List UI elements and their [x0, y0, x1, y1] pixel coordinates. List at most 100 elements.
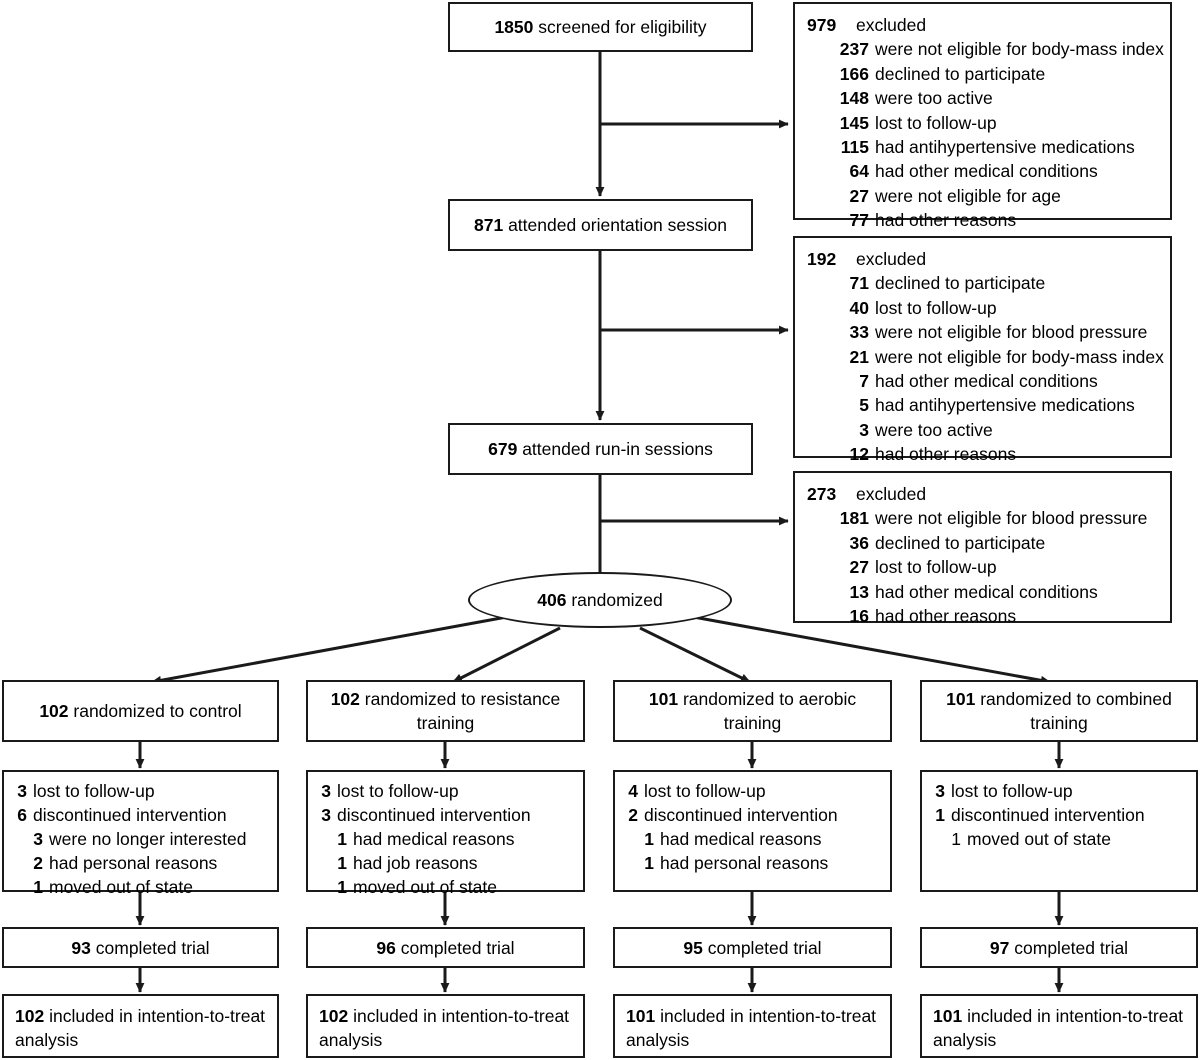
arm-4-allocation-text: 101 randomized to combined training	[934, 687, 1184, 735]
arm-2-analysis-box: 102 included in intention-to-treat analy…	[306, 994, 585, 1058]
arm-1-allocation-box: 102 randomized to control	[2, 680, 279, 742]
arm-1-completed-count: 93	[71, 937, 91, 958]
arm-3-allocation-label: randomized to aerobic training	[682, 689, 857, 733]
node-randomized-label: randomized	[571, 590, 663, 610]
arm-2-allocation-box: 102 randomized to resistance training	[306, 680, 585, 742]
arm-3-completed-label: completed trial	[707, 937, 822, 958]
node-screened-label: screened for eligibility	[538, 17, 707, 37]
arm-1-completed-box: 93 completed trial	[2, 927, 279, 968]
node-orientation-label: attended orientation session	[508, 215, 727, 235]
arm-4-analysis-text: 101 included in intention-to-treat analy…	[933, 1004, 1185, 1052]
arm-1-completed-text: 93 completed trial	[71, 936, 209, 960]
arm-1-analysis-count: 102	[15, 1006, 45, 1026]
arm-4-analysis-label: included in intention-to-treat analysis	[933, 1006, 1184, 1050]
arm-4-allocation-box: 101 randomized to combined training	[920, 680, 1198, 742]
arm-1-completed-label: completed trial	[95, 937, 210, 958]
node-screened: 1850 screened for eligibility	[448, 2, 753, 52]
arm-3-completed-count: 95	[683, 937, 703, 958]
arm-1-allocation-label: randomized to control	[73, 701, 242, 721]
arm-3-analysis-box: 101 included in intention-to-treat analy…	[613, 994, 892, 1058]
arm-2-analysis-label: included in intention-to-treat analysis	[319, 1006, 570, 1050]
arm-3-analysis-count: 101	[626, 1006, 656, 1026]
arm-4-allocation-count: 101	[946, 689, 976, 709]
node-runin: 679 attended run-in sessions	[448, 423, 753, 475]
arm-3-completed-text: 95 completed trial	[683, 936, 821, 960]
node-runin-text: 679 attended run-in sessions	[488, 437, 713, 461]
arm-2-allocation-count: 102	[330, 689, 360, 709]
node-randomized-count: 406	[537, 590, 567, 610]
node-orientation-text: 871 attended orientation session	[474, 213, 727, 237]
arm-2-completed-text: 96 completed trial	[376, 936, 514, 960]
node-orientation-count: 871	[474, 215, 504, 235]
arm-1-allocation-count: 102	[39, 701, 69, 721]
arm-3-allocation-box: 101 randomized to aerobic training	[613, 680, 892, 742]
arm-4-analysis-count: 101	[933, 1006, 963, 1026]
arm-4-analysis-box: 101 included in intention-to-treat analy…	[920, 994, 1198, 1058]
node-runin-count: 679	[488, 439, 518, 459]
arm-2-completed-box: 96 completed trial	[306, 927, 585, 968]
arm-2-analysis-count: 102	[319, 1006, 349, 1026]
arm-1-analysis-text: 102 included in intention-to-treat analy…	[15, 1004, 266, 1052]
arm-2-analysis-text: 102 included in intention-to-treat analy…	[319, 1004, 572, 1052]
node-randomized: 406 randomized	[468, 572, 732, 628]
node-screened-text: 1850 screened for eligibility	[494, 15, 706, 39]
arm-1-allocation-text: 102 randomized to control	[39, 699, 241, 723]
arm-3-analysis-text: 101 included in intention-to-treat analy…	[626, 1004, 879, 1052]
arm-4-completed-count: 97	[989, 937, 1010, 958]
arm-4-completed-label: completed trial	[1014, 937, 1129, 958]
node-orientation: 871 attended orientation session	[448, 199, 753, 251]
arm-4-completed-box: 97 completed trial	[920, 927, 1198, 968]
arm-2-allocation-label: randomized to resistance training	[364, 689, 561, 733]
arm-1-analysis-label: included in intention-to-treat analysis	[15, 1006, 266, 1050]
node-runin-label: attended run-in sessions	[522, 439, 713, 459]
node-screened-count: 1850	[494, 17, 534, 37]
arm-3-completed-box: 95 completed trial	[613, 927, 892, 968]
arm-3-allocation-text: 101 randomized to aerobic training	[627, 687, 878, 735]
arm-4-allocation-label: randomized to combined training	[980, 689, 1172, 733]
